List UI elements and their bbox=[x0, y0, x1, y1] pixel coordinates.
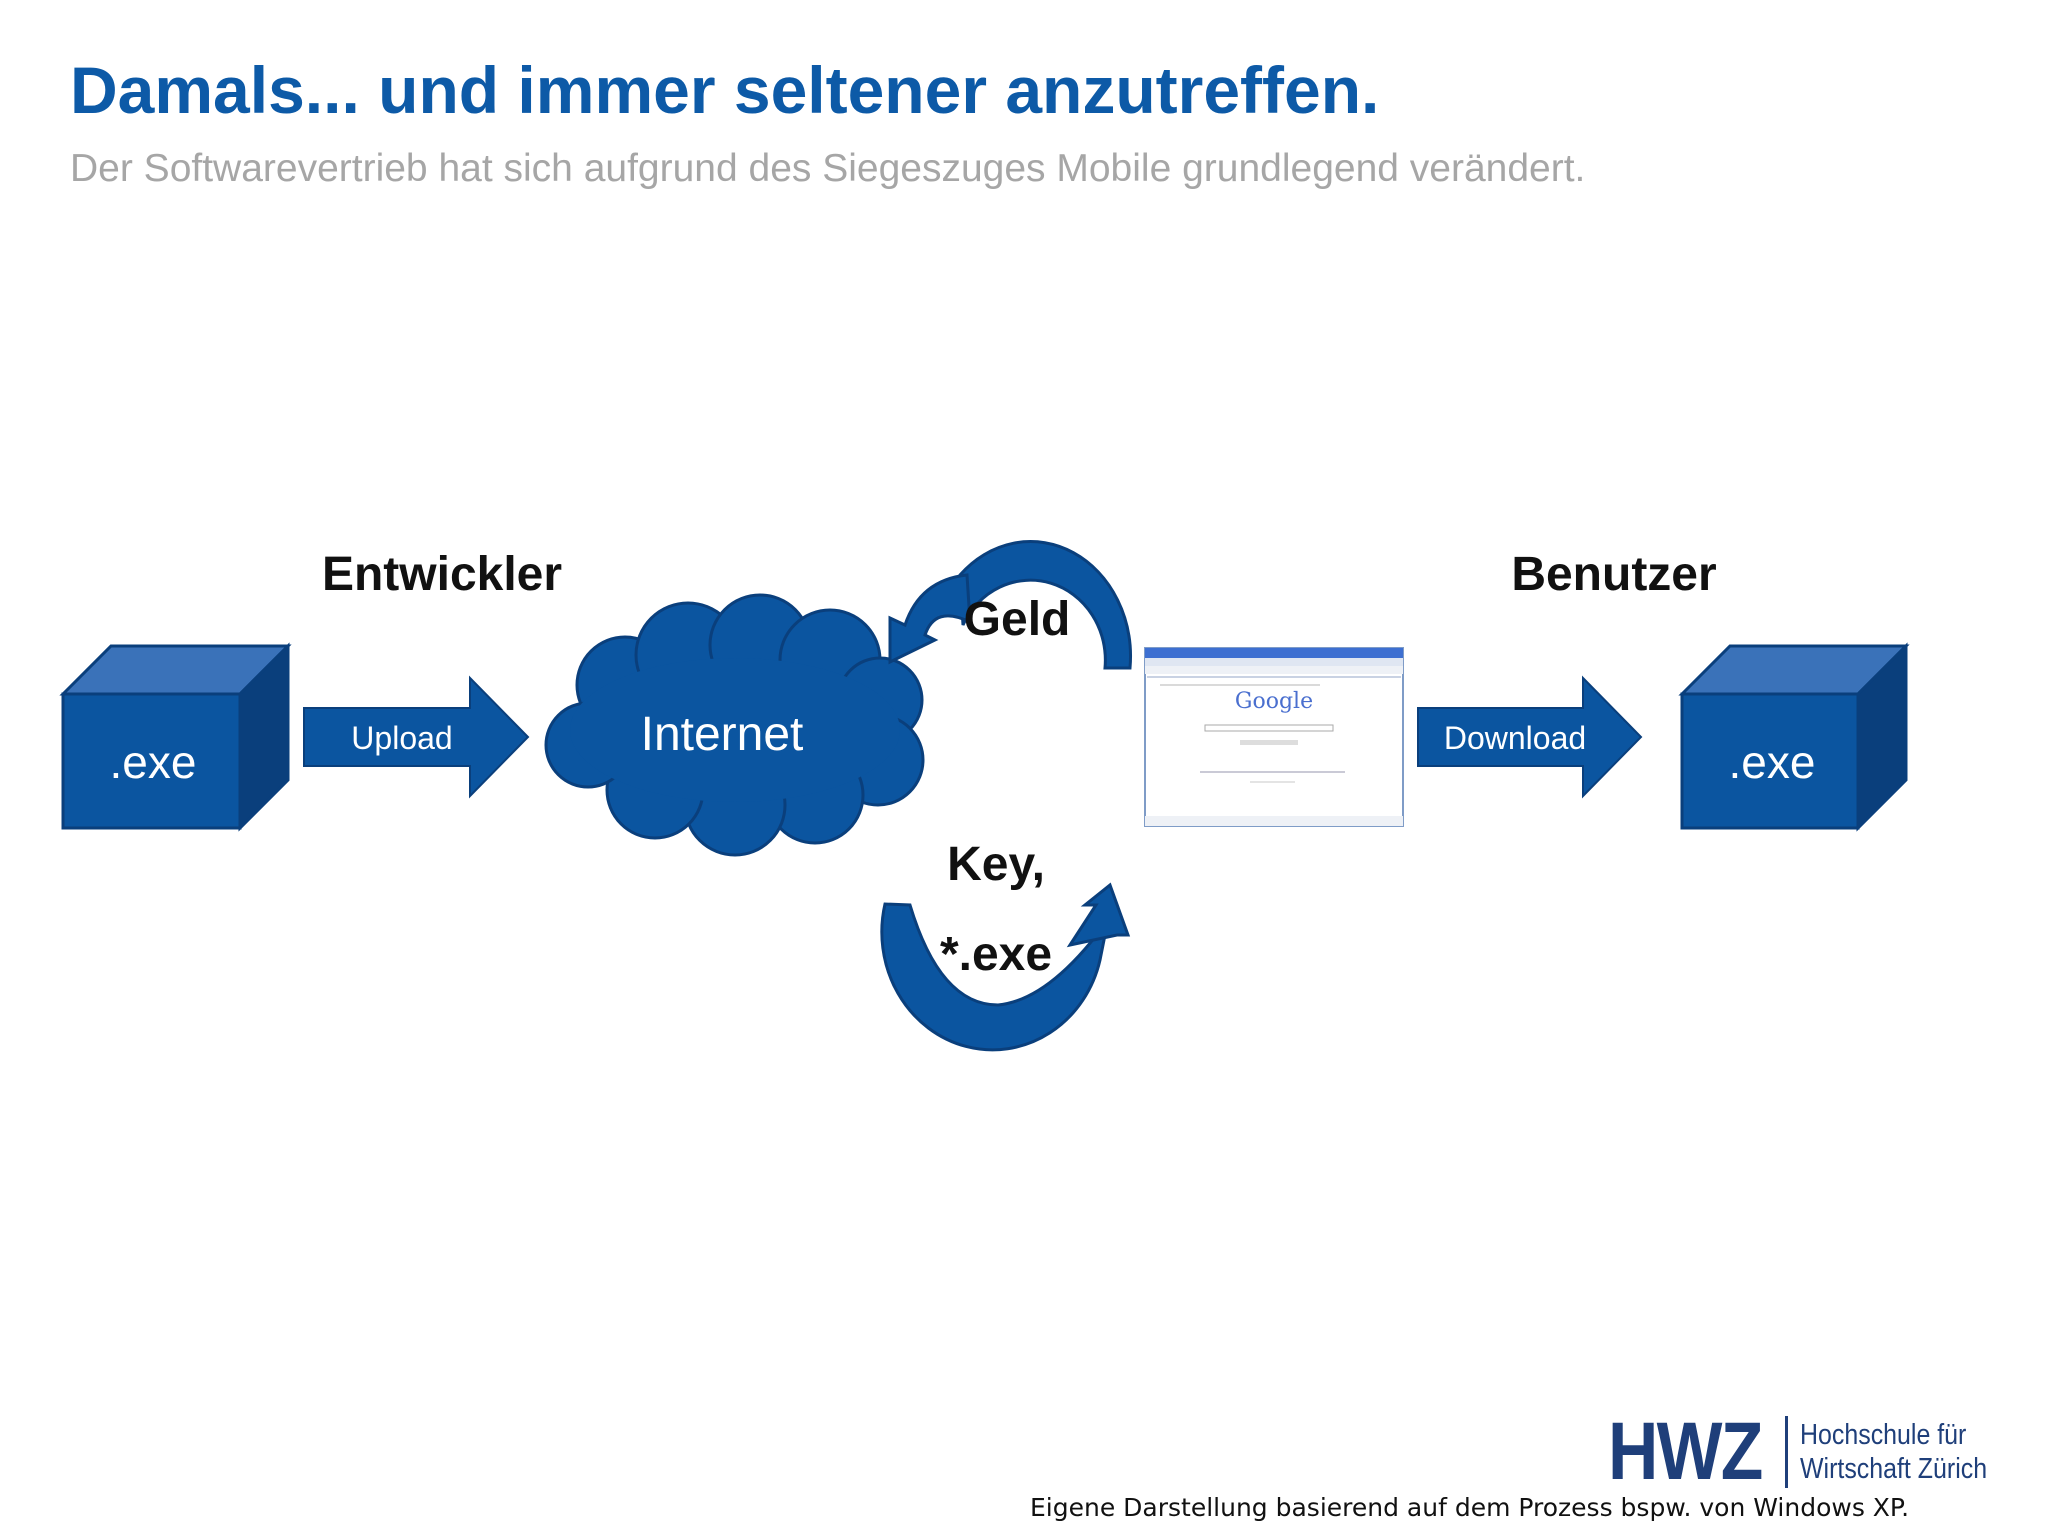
money-flow-arrow: Geld bbox=[888, 540, 1132, 670]
key-label: Key, bbox=[947, 838, 1045, 891]
slide-subtitle: Der Softwarevertrieb hat sich aufgrund d… bbox=[70, 147, 1586, 190]
hwz-logo: HWZ Hochschule für Wirtschaft Zürich bbox=[1608, 1405, 2017, 1499]
user-label: Benutzer bbox=[1511, 548, 1716, 601]
exe-label: *.exe bbox=[940, 928, 1052, 981]
download-arrow: Download bbox=[1417, 675, 1643, 799]
internet-cloud: Internet bbox=[544, 593, 925, 857]
user-exe-label: .exe bbox=[1729, 736, 1816, 788]
key-flow-arrow: Key, *.exe bbox=[880, 838, 1131, 1052]
user-exe-cube: .exe bbox=[1678, 642, 1910, 832]
browser-window: Google bbox=[1144, 647, 1404, 827]
logo-divider bbox=[1784, 1416, 1788, 1488]
logo-mark: HWZ bbox=[1608, 1406, 1763, 1497]
logo-text: Hochschule für Wirtschaft Zürich bbox=[1800, 1418, 1987, 1486]
developer-exe-label: .exe bbox=[110, 736, 197, 788]
logo-line1: Hochschule für bbox=[1799, 1419, 1967, 1451]
slide-title: Damals... und immer seltener anzutreffen… bbox=[70, 53, 1380, 127]
upload-label: Upload bbox=[351, 720, 452, 756]
google-logo: Google bbox=[1235, 689, 1313, 714]
logo-line2: Wirtschaft Zürich bbox=[1799, 1453, 1987, 1485]
download-label: Download bbox=[1444, 720, 1586, 756]
upload-arrow: Upload bbox=[303, 675, 530, 799]
developer-exe-cube: .exe bbox=[59, 642, 292, 832]
footer-note: Eigene Darstellung basierend auf dem Pro… bbox=[1030, 1493, 1910, 1522]
money-label: Geld bbox=[964, 593, 1071, 646]
developer-label: Entwickler bbox=[322, 548, 562, 601]
internet-label: Internet bbox=[641, 708, 804, 761]
